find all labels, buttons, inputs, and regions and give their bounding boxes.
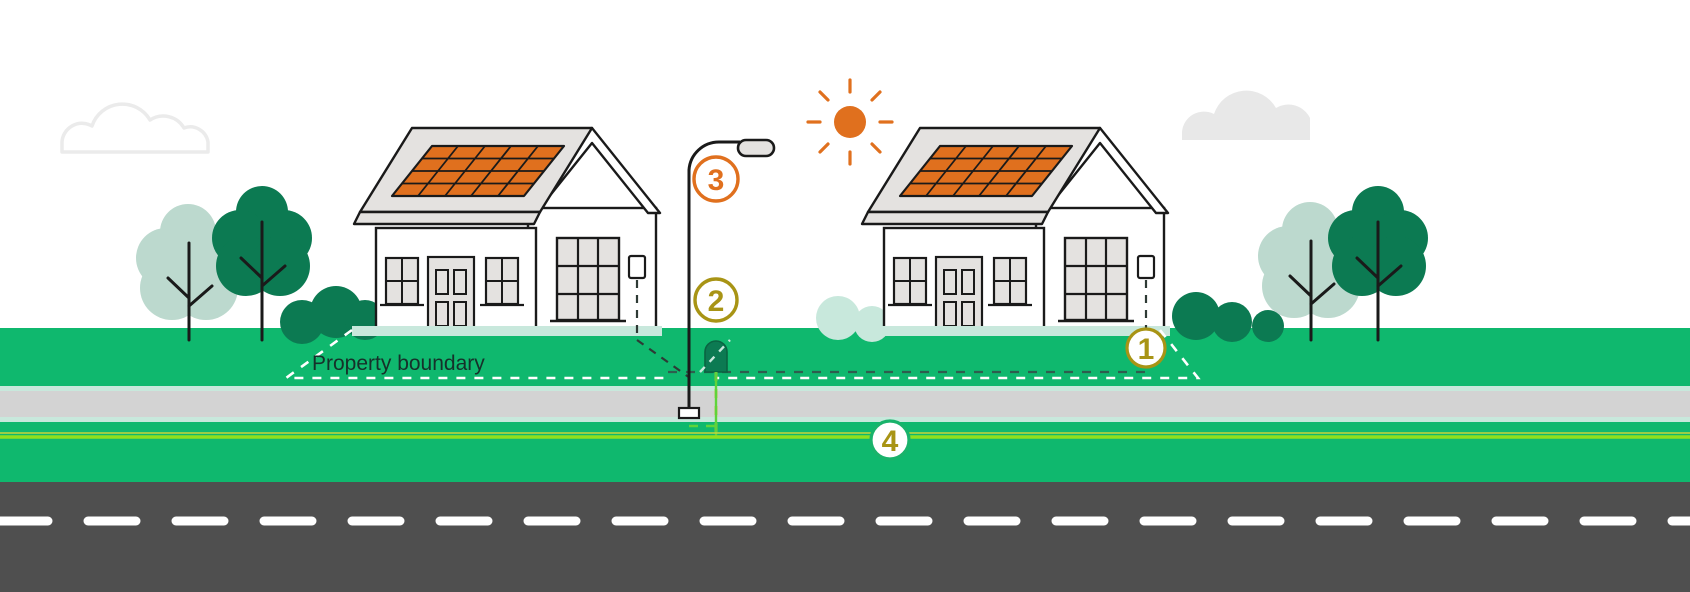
tree-left-dark — [212, 186, 312, 342]
front-door-right — [934, 255, 984, 332]
road-band — [0, 482, 1690, 592]
window-right-small-a — [888, 256, 932, 307]
window-left-small-b — [480, 256, 524, 307]
marker-1[interactable]: 1 — [1125, 327, 1167, 369]
property-boundary-right — [716, 329, 1201, 380]
cloud-left — [60, 102, 210, 154]
front-door-left — [426, 255, 476, 332]
house-right-eave — [860, 210, 1050, 226]
utility-pedestal-box — [704, 340, 728, 373]
window-right-large — [1058, 236, 1134, 323]
grass-band-lower — [0, 422, 1690, 482]
house-left-eave — [352, 210, 542, 226]
window-left-large — [550, 236, 626, 323]
street-lamp — [677, 138, 776, 420]
solar-panel-array-left — [390, 144, 566, 198]
house-right-slab — [860, 326, 1170, 336]
window-left-small-a — [380, 256, 424, 307]
house-left — [352, 126, 662, 336]
bush-right — [1172, 292, 1284, 342]
marker-1-label: 1 — [1138, 333, 1155, 366]
property-boundary-label: Property boundary — [312, 352, 485, 375]
cloud-right — [1182, 90, 1310, 140]
sidewalk-edge-bottom — [0, 417, 1690, 422]
marker-3[interactable]: 3 — [692, 155, 740, 203]
window-right-small-b — [988, 256, 1032, 307]
electric-meter-right — [1136, 254, 1156, 280]
sun-icon — [806, 78, 894, 166]
house-right — [860, 126, 1170, 336]
marker-2[interactable]: 2 — [693, 277, 739, 323]
marker-4[interactable]: 4 — [869, 419, 911, 461]
marker-3-label: 3 — [708, 164, 725, 197]
tree-right-light — [1258, 202, 1362, 342]
street-lamp-head — [736, 138, 776, 158]
tree-right-dark — [1328, 186, 1428, 342]
street-lamp-base — [677, 406, 701, 420]
electric-meter-left — [627, 254, 647, 280]
service-line-left — [635, 280, 691, 379]
sidewalk-band — [0, 391, 1690, 417]
marker-4-label: 4 — [882, 425, 899, 458]
solar-panel-array-right — [898, 144, 1074, 198]
marker-2-label: 2 — [708, 285, 725, 318]
sidewalk-edge-top — [0, 386, 1690, 391]
house-left-slab — [352, 326, 662, 336]
